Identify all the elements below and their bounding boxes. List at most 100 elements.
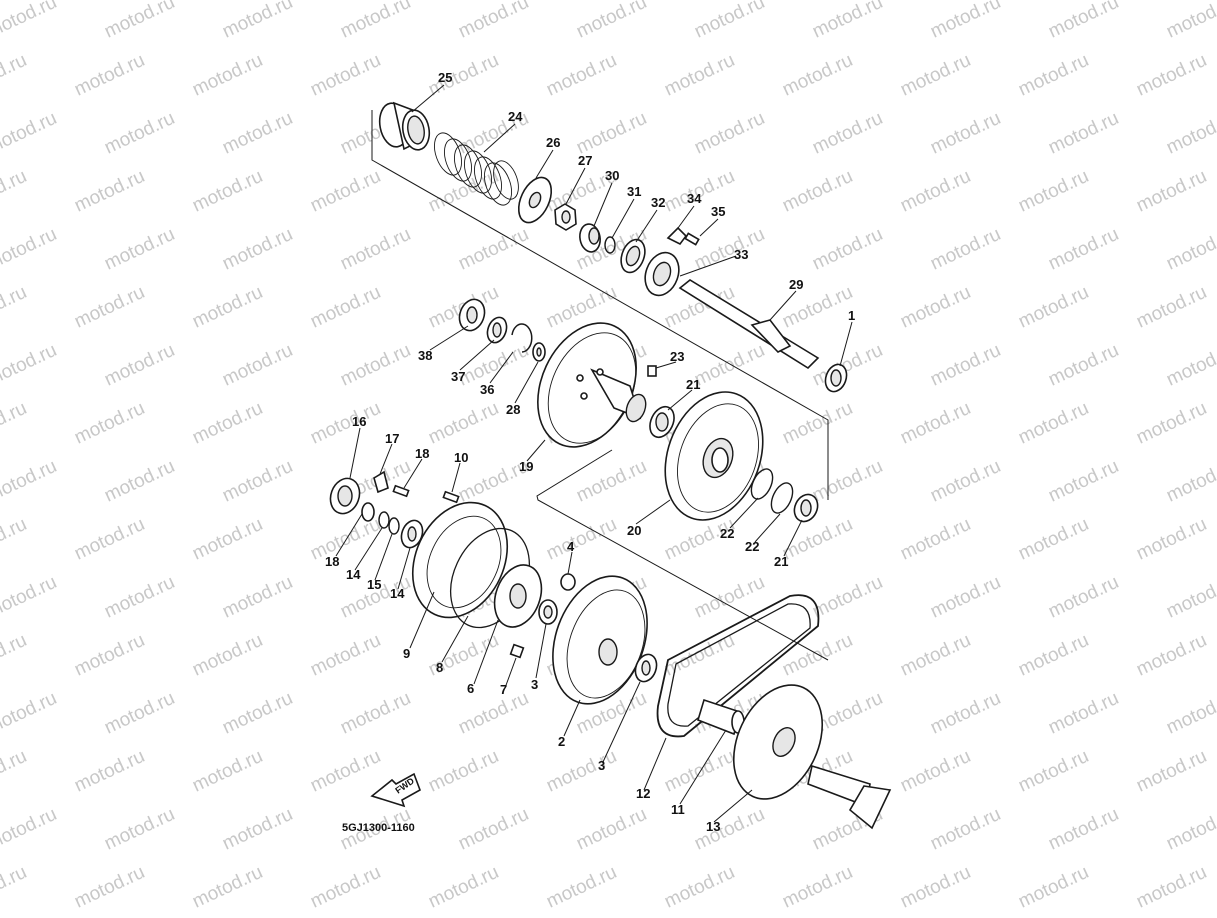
watermark-text: motod.ru (809, 340, 886, 391)
callout-27: 27 (578, 153, 592, 168)
watermark-text: motod.ru (927, 0, 1004, 43)
watermark-text: motod.ru (543, 862, 620, 913)
callout-10: 11 (671, 802, 685, 817)
callout-30: 30 (605, 168, 619, 183)
watermark-text: motod.ru (0, 340, 60, 391)
callout-14a: 14 (346, 567, 361, 582)
watermark-text: motod.ru (307, 746, 384, 797)
watermark-text: motod.ru (897, 282, 974, 333)
callout-16: 17 (385, 431, 399, 446)
part-6-slider (509, 643, 525, 659)
callout-25: 25 (438, 70, 452, 85)
watermark-text: motod.ru (189, 398, 266, 449)
watermark-text: motod.ru (337, 340, 414, 391)
watermark-text: motod.ru (691, 108, 768, 159)
watermark-text: motod.ru (455, 224, 532, 275)
watermark-text: motod.ru (1133, 514, 1210, 565)
watermark-text: motod.ru (1015, 862, 1092, 913)
watermark-text: motod.ru (809, 0, 886, 43)
watermark-text: motod.ru (661, 746, 738, 797)
watermark-text: motod.ru (573, 804, 650, 855)
part-24-spring (433, 132, 519, 206)
watermark-text: motod.ru (927, 108, 1004, 159)
watermark-text: motod.ru (0, 688, 60, 739)
watermark-text: motod.ru (0, 166, 30, 217)
watermark-text: motod.ru (809, 572, 886, 623)
watermark-text: motod.ru (0, 804, 60, 855)
watermark-text: motod.ru (0, 282, 30, 333)
watermark-text: motod.ru (219, 572, 296, 623)
watermark-text: motod.ru (543, 50, 620, 101)
watermark-text: motod.ru (71, 514, 148, 565)
part-35-bolt (684, 232, 700, 246)
watermark-text: motod.ru (1015, 166, 1092, 217)
callout-3a: 3 (531, 677, 538, 692)
part-12-secondary-sheave (732, 684, 892, 830)
watermark-text: motod.ru (1163, 0, 1217, 43)
callout-4: 4 (567, 539, 575, 554)
callout-22b: 22 (745, 539, 759, 554)
watermark-text: motod.ru (189, 862, 266, 913)
part-32-oil-seal (620, 238, 646, 274)
watermark-text: motod.ru (425, 746, 502, 797)
callout-28: 28 (506, 402, 520, 417)
watermark-text: motod.ru (661, 50, 738, 101)
watermark-text: motod.ru (219, 224, 296, 275)
watermark-text: motod.ru (1133, 398, 1210, 449)
callout-21a: 21 (686, 377, 700, 392)
watermark-text: motod.ru (71, 746, 148, 797)
part-29-primary-shaft (678, 279, 820, 370)
watermark-text: motod.ru (101, 688, 178, 739)
leader-lines (335, 84, 853, 823)
watermark-text: motod.ru (219, 0, 296, 43)
assembly-outline (371, 110, 829, 661)
watermark-text: motod.ru (1045, 456, 1122, 507)
watermark-text: motod.ru (1015, 50, 1092, 101)
callout-35: 35 (711, 204, 725, 219)
part-18-washer (361, 502, 375, 522)
callout-1: 1 (848, 308, 855, 323)
watermark-text: motod.ru (779, 398, 856, 449)
watermark-text: motod.ru (0, 0, 60, 43)
callout-5: 6 (467, 681, 474, 696)
part-3-collar-right (634, 653, 658, 683)
watermark-text: motod.ru (0, 456, 60, 507)
watermark-text: motod.ru (809, 456, 886, 507)
callout-12: 13 (706, 819, 720, 834)
watermark-text: motod.ru (897, 50, 974, 101)
callout-6: 7 (500, 682, 507, 697)
watermark-text: motod.ru (1015, 746, 1092, 797)
watermark-text: motod.ru (337, 688, 414, 739)
watermark-text: motod.ru (573, 108, 650, 159)
callout-2: 2 (558, 734, 565, 749)
callout-21b: 21 (774, 554, 788, 569)
watermark-text: motod.ru (71, 166, 148, 217)
watermark-text: motod.ru (101, 340, 178, 391)
callout-13: 14 (390, 586, 405, 601)
part-15-oil-seal (329, 477, 361, 515)
watermark-text: motod.ru (425, 398, 502, 449)
watermark-text: motod.ru (1163, 688, 1217, 739)
watermark-text: motod.ru (219, 108, 296, 159)
part-27-nut (554, 203, 577, 231)
watermark-text: motod.ru (779, 166, 856, 217)
watermark-text: motod.ru (691, 804, 768, 855)
watermark-text: motod.ru (1133, 166, 1210, 217)
watermark-text: motod.ru (189, 166, 266, 217)
watermark-text: motod.ru (0, 50, 30, 101)
part-38-bearing (458, 298, 486, 332)
watermark-text: motod.ru (779, 514, 856, 565)
part-22-oring (750, 468, 794, 514)
callout-34: 34 (687, 191, 702, 206)
watermark-text: motod.ru (1015, 398, 1092, 449)
watermark-text: motod.ru (101, 0, 178, 43)
watermark-text: motod.ru (219, 340, 296, 391)
watermark-text: motod.ru (455, 0, 532, 43)
watermark-text: motod.ru (1163, 340, 1217, 391)
part-20-sliding-sheave (664, 391, 764, 521)
watermark-text: motod.ru (1163, 224, 1217, 275)
watermark-text: motod.ru (691, 572, 768, 623)
watermark-text: motod.ru (1133, 282, 1210, 333)
part-19-fixed-sheave (537, 322, 647, 448)
watermark-text: motod.ru (101, 572, 178, 623)
